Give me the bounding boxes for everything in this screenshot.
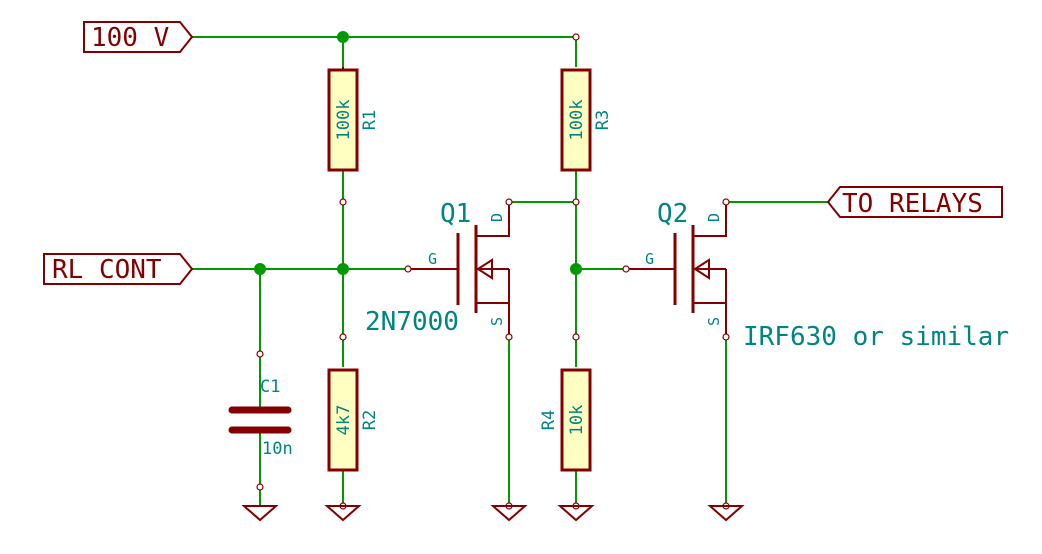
junction-dot bbox=[570, 263, 582, 275]
port-vin-shape bbox=[83, 21, 194, 53]
ground-icon bbox=[324, 505, 362, 522]
q2-arrow bbox=[693, 258, 710, 280]
resistor-r2-value: 4k7 bbox=[334, 405, 354, 436]
mosfet-q2: Q2 IRF630 or similar G D S bbox=[626, 199, 1009, 352]
port-output-label: TO RELAYS bbox=[842, 189, 983, 219]
pin-endpoint bbox=[505, 198, 513, 206]
q1-arrow bbox=[476, 258, 493, 280]
capacitor-c1-value: 10n bbox=[262, 439, 293, 459]
port-vin-label: 100 V bbox=[91, 23, 169, 53]
q1-source-label: S bbox=[488, 317, 506, 326]
junctions bbox=[254, 31, 582, 275]
pin-endpoint bbox=[572, 198, 580, 206]
port-output-shape bbox=[826, 186, 1003, 218]
q1-gate-label: G bbox=[428, 250, 437, 268]
resistor-r3: 100k R3 bbox=[560, 68, 613, 172]
resistor-r4-value: 10k bbox=[567, 405, 587, 436]
q2-ref: Q2 bbox=[657, 199, 688, 229]
resistor-r4: 10k R4 bbox=[539, 368, 592, 472]
q2-drain-label: D bbox=[705, 213, 723, 222]
pin-endpoint bbox=[505, 333, 513, 341]
resistor-r1-value: 100k bbox=[334, 100, 354, 141]
resistor-r2-ref: R2 bbox=[360, 410, 380, 430]
pin-endpoint bbox=[572, 333, 580, 341]
ground-icon bbox=[707, 505, 745, 522]
q2-gate-label: G bbox=[645, 250, 654, 268]
pin-endpoint bbox=[256, 350, 264, 358]
q1-ref: Q1 bbox=[440, 199, 471, 229]
junction-dot bbox=[337, 263, 349, 275]
grounds bbox=[241, 505, 745, 522]
resistor-r1-ref: R1 bbox=[360, 110, 380, 130]
port-control-shape bbox=[43, 253, 194, 285]
ground-icon bbox=[557, 505, 595, 522]
capacitor-c1: C1 10n bbox=[228, 377, 293, 459]
resistor-r3-body bbox=[560, 68, 592, 172]
q2-drain-lead bbox=[693, 202, 727, 237]
q2-part: IRF630 or similar bbox=[743, 322, 1009, 352]
port-control-label: RL CONT bbox=[52, 255, 162, 285]
pin-endpoint bbox=[622, 265, 630, 273]
pin-endpoint bbox=[572, 33, 580, 41]
pin-endpoint bbox=[404, 265, 412, 273]
pin-endpoint bbox=[339, 198, 347, 206]
resistor-r2: 4k7 R2 bbox=[327, 368, 380, 472]
mosfet-q1: Q1 2N7000 G D S bbox=[365, 199, 510, 337]
resistor-r4-ref: R4 bbox=[539, 410, 559, 430]
junction-dot bbox=[254, 263, 266, 275]
resistor-r4-body bbox=[560, 368, 592, 472]
capacitor-c1-ref: C1 bbox=[260, 377, 280, 397]
port-control: RL CONT bbox=[43, 253, 194, 285]
q1-part: 2N7000 bbox=[365, 307, 459, 337]
pin-endpoint bbox=[722, 333, 730, 341]
resistor-r3-ref: R3 bbox=[593, 110, 613, 130]
resistor-r1: 100k R1 bbox=[327, 67, 380, 172]
q2-source-label: S bbox=[705, 317, 723, 326]
pin-endpoint bbox=[256, 483, 264, 491]
q1-drain-lead bbox=[476, 202, 510, 237]
ground-icon bbox=[241, 505, 279, 522]
port-output: TO RELAYS bbox=[826, 186, 1003, 219]
pin-endpoint bbox=[722, 198, 730, 206]
ground-icon bbox=[490, 505, 528, 522]
resistor-r2-body bbox=[327, 368, 359, 472]
port-vin: 100 V bbox=[83, 21, 194, 53]
junction-dot bbox=[337, 31, 349, 43]
resistor-r3-value: 100k bbox=[567, 100, 587, 141]
pin-endpoint bbox=[339, 333, 347, 341]
q1-drain-label: D bbox=[488, 213, 506, 222]
